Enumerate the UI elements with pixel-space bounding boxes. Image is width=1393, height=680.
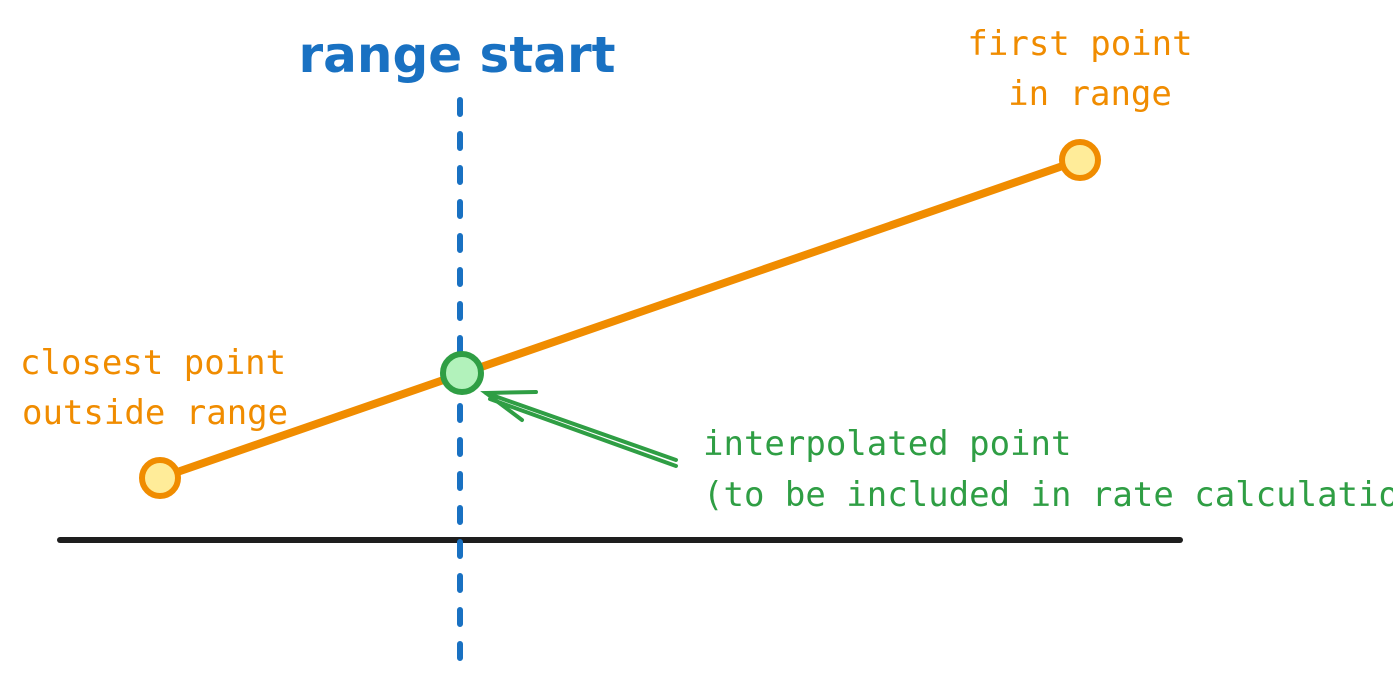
closest-point-label-line1: closest point [20, 343, 286, 383]
first-point-label-line1: first point [967, 24, 1192, 64]
interpolated-arrow [480, 390, 678, 468]
interpolated-label-line1: interpolated point [703, 424, 1071, 464]
range-start-label: range start [298, 26, 615, 84]
first-point-label-line2: in range [1008, 74, 1172, 114]
interpolated-point [440, 351, 484, 395]
interpolated-label-line2: (to be included in rate calculation) [703, 475, 1393, 515]
closest-point-outside-range [139, 457, 181, 499]
first-point-in-range [1059, 139, 1101, 181]
data-segment [156, 156, 1084, 482]
closest-point-label-line2: outside range [22, 393, 288, 433]
